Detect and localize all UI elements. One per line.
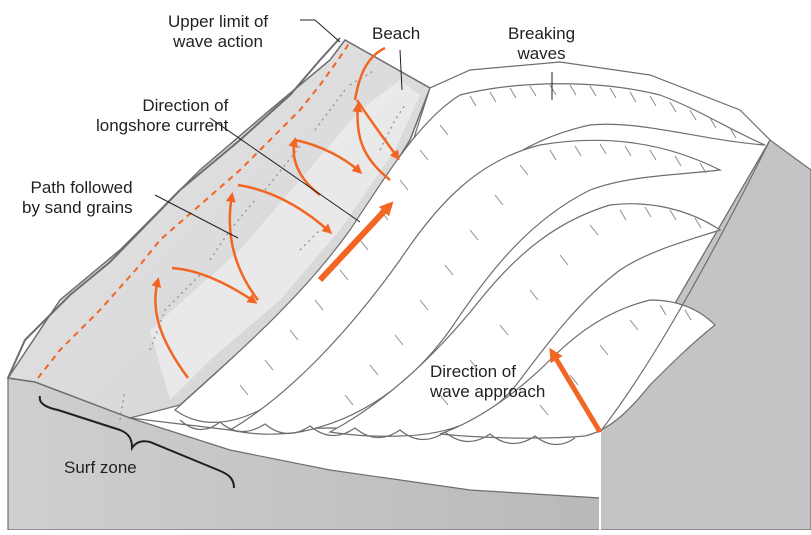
label-longshore-current: Direction of longshore current <box>96 96 228 136</box>
label-beach: Beach <box>372 24 420 44</box>
label-sand-path-line1: Path followed <box>22 178 133 198</box>
label-wave-approach: Direction of wave approach <box>430 362 545 402</box>
label-longshore-line2: longshore current <box>96 116 228 136</box>
label-sand-path-line2: by sand grains <box>22 198 133 218</box>
leader-upper-limit <box>300 20 340 42</box>
label-breaking-waves-line2: waves <box>508 44 575 64</box>
label-upper-limit-line2: wave action <box>168 32 268 52</box>
label-wave-approach-line2: wave approach <box>430 382 545 402</box>
label-upper-limit-line1: Upper limit of <box>168 12 268 32</box>
label-longshore-line1: Direction of <box>96 96 228 116</box>
label-breaking-waves: Breaking waves <box>508 24 575 64</box>
label-wave-approach-line1: Direction of <box>430 362 545 382</box>
label-surf-zone: Surf zone <box>64 458 137 478</box>
label-breaking-waves-line1: Breaking <box>508 24 575 44</box>
label-sand-path: Path followed by sand grains <box>22 178 133 218</box>
label-upper-limit: Upper limit of wave action <box>168 12 268 52</box>
